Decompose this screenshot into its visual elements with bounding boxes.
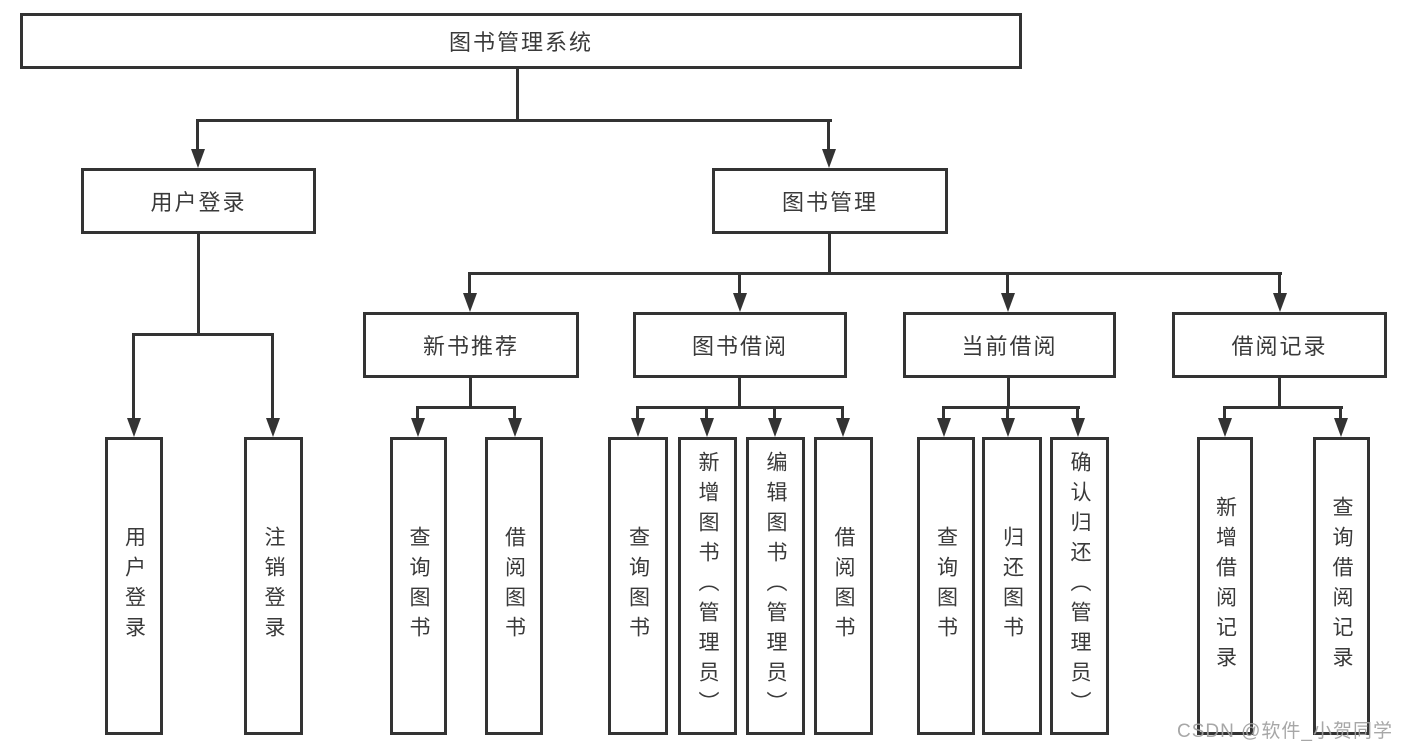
- connector-line: [636, 406, 844, 409]
- node-label: 图书借阅: [691, 334, 788, 359]
- node-label: 查询图书: [626, 526, 650, 646]
- connector-line: [513, 407, 516, 420]
- connector-line: [197, 234, 200, 335]
- node-book-borrowing: 图书借阅: [633, 312, 847, 378]
- node-borrowing-records: 借阅记录: [1172, 312, 1387, 378]
- connector-arrowhead: [463, 293, 477, 312]
- connector-line: [738, 378, 741, 408]
- watermark-text: CSDN @软件_小贺同学: [1177, 721, 1393, 742]
- node-label: 查询图书: [934, 526, 958, 646]
- node-leaf-borrow-book-2: 借阅图书: [814, 437, 873, 735]
- connector-line: [841, 407, 844, 420]
- node-label: 用户登录: [150, 190, 247, 215]
- node-user-login: 用户登录: [81, 168, 316, 234]
- node-leaf-query-borrow-record: 查询借阅记录: [1313, 437, 1370, 735]
- connector-line: [828, 234, 831, 274]
- connector-arrowhead: [508, 418, 522, 437]
- node-leaf-logout: 注销登录: [244, 437, 303, 735]
- connector-arrowhead: [733, 293, 747, 312]
- node-current-borrowing: 当前借阅: [903, 312, 1116, 378]
- connector-line: [196, 119, 832, 122]
- connector-arrowhead: [836, 418, 850, 437]
- node-label: 确认归还（管理员）: [1068, 451, 1091, 721]
- node-book-management: 图书管理: [712, 168, 948, 234]
- connector-line: [1278, 273, 1281, 295]
- connector-line: [468, 272, 1282, 275]
- node-leaf-add-book-admin: 新增图书（管理员）: [678, 437, 737, 735]
- connector-line: [827, 120, 830, 152]
- connector-arrowhead: [768, 418, 782, 437]
- connector-line: [636, 407, 639, 420]
- node-label: 注销登录: [262, 526, 285, 646]
- connector-line: [773, 407, 776, 420]
- connector-line: [271, 334, 274, 420]
- connector-line: [516, 68, 519, 121]
- connector-arrowhead: [700, 418, 714, 437]
- connector-arrowhead: [191, 149, 205, 168]
- connector-line: [942, 407, 945, 420]
- connector-arrowhead: [1071, 418, 1085, 437]
- node-label: 编辑图书（管理员）: [764, 451, 787, 721]
- node-leaf-return-book: 归还图书: [982, 437, 1042, 735]
- node-leaf-add-borrow-record: 新增借阅记录: [1197, 437, 1253, 735]
- node-root: 图书管理系统: [20, 13, 1022, 69]
- connector-line: [1223, 406, 1343, 409]
- connector-arrowhead: [822, 149, 836, 168]
- node-new-book-recommend: 新书推荐: [363, 312, 579, 378]
- connector-line: [1006, 273, 1009, 295]
- node-label: 查询借阅记录: [1330, 496, 1353, 676]
- node-label: 借阅图书: [832, 526, 855, 646]
- connector-arrowhead: [1001, 293, 1015, 312]
- connector-line: [705, 407, 708, 420]
- connector-line: [1006, 407, 1009, 420]
- node-label: 图书管理系统: [448, 30, 593, 55]
- connector-arrowhead: [1001, 418, 1015, 437]
- connector-line: [1339, 407, 1342, 420]
- node-label: 新增借阅记录: [1213, 496, 1237, 676]
- connector-line: [1278, 378, 1281, 408]
- connector-line: [132, 333, 274, 336]
- node-label: 新书推荐: [422, 334, 519, 359]
- node-label: 用户登录: [122, 526, 146, 646]
- connector-line: [196, 120, 199, 152]
- node-label: 归还图书: [1000, 526, 1024, 646]
- connector-line: [942, 406, 1080, 409]
- connector-line: [738, 273, 741, 295]
- connector-arrowhead: [1334, 418, 1348, 437]
- connector-line: [416, 406, 516, 409]
- node-label: 借阅图书: [502, 526, 526, 646]
- node-label: 图书管理: [781, 190, 878, 215]
- node-leaf-query-book-3: 查询图书: [917, 437, 975, 735]
- node-label: 查询图书: [407, 526, 430, 646]
- node-leaf-query-book-1: 查询图书: [390, 437, 447, 735]
- connector-line: [1007, 378, 1010, 408]
- node-label: 当前借阅: [961, 334, 1058, 359]
- connector-line: [468, 273, 471, 295]
- node-leaf-borrow-book-1: 借阅图书: [485, 437, 543, 735]
- node-label: 借阅记录: [1231, 334, 1328, 359]
- node-leaf-query-book-2: 查询图书: [608, 437, 668, 735]
- connector-arrowhead: [631, 418, 645, 437]
- connector-line: [416, 407, 419, 420]
- node-leaf-user-login: 用户登录: [105, 437, 163, 735]
- connector-line: [1076, 407, 1079, 420]
- connector-arrowhead: [937, 418, 951, 437]
- connector-arrowhead: [266, 418, 280, 437]
- node-leaf-confirm-return-admin: 确认归还（管理员）: [1050, 437, 1109, 735]
- node-leaf-edit-book-admin: 编辑图书（管理员）: [746, 437, 805, 735]
- node-label: 新增图书（管理员）: [696, 451, 719, 721]
- connector-arrowhead: [1273, 293, 1287, 312]
- connector-arrowhead: [127, 418, 141, 437]
- connector-line: [1223, 407, 1226, 420]
- connector-arrowhead: [1218, 418, 1232, 437]
- connector-line: [469, 378, 472, 408]
- connector-line: [132, 334, 135, 420]
- connector-arrowhead: [411, 418, 425, 437]
